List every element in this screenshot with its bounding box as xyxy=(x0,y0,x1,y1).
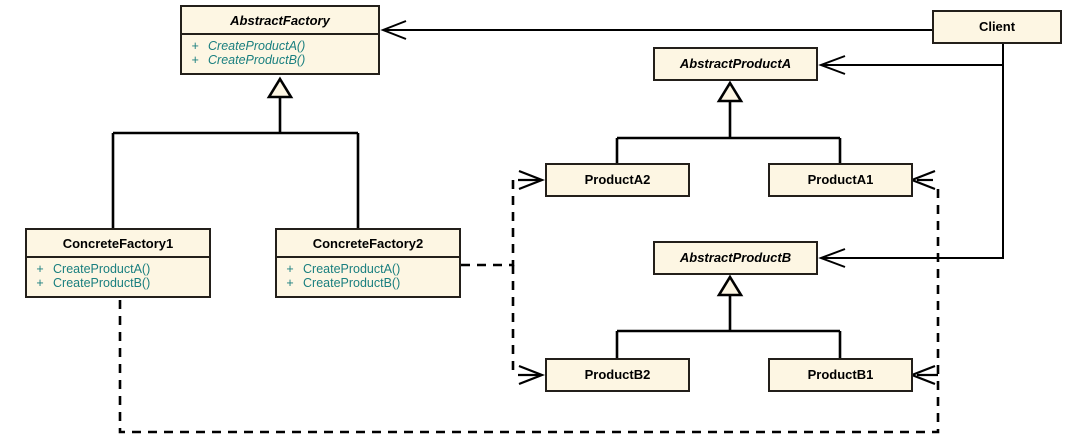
operations-compartment-abstract-factory: + CreateProductA() + CreateProductB() xyxy=(182,33,378,73)
association-client-abstract-product-b xyxy=(818,65,1004,268)
operation-row[interactable]: + CreateProductB() xyxy=(27,276,209,290)
class-title-abstract-product-a: AbstractProductA xyxy=(679,56,792,71)
dependency-concretefactory2-producta2 xyxy=(461,180,515,267)
operation-row[interactable]: + CreateProductB() xyxy=(277,276,459,290)
operation-name: CreateProductA() xyxy=(303,262,401,276)
generalization-products-a xyxy=(615,101,842,163)
visibility-marker: + xyxy=(286,276,294,291)
inheritance-triangle-abstract-product-a xyxy=(716,80,744,103)
operation-name: CreateProductB() xyxy=(208,53,306,68)
class-box-client[interactable]: Client xyxy=(932,10,1062,44)
class-box-product-b2[interactable]: ProductB2 xyxy=(545,358,690,392)
class-title-abstract-product-b: AbstractProductB xyxy=(679,250,792,265)
operation-name: CreateProductB() xyxy=(303,276,401,291)
dependency-concretefactory1-products xyxy=(118,185,940,434)
visibility-marker: + xyxy=(36,276,44,291)
class-box-concrete-factory-1[interactable]: ConcreteFactory1 + CreateProductA() + Cr… xyxy=(25,228,211,298)
class-box-abstract-product-b[interactable]: AbstractProductB xyxy=(653,241,818,275)
visibility-marker: + xyxy=(36,262,44,276)
class-title-product-a2: ProductA2 xyxy=(584,172,651,187)
class-box-abstract-product-a[interactable]: AbstractProductA xyxy=(653,47,818,81)
visibility-marker: + xyxy=(191,53,199,68)
inheritance-triangle-abstract-product-b xyxy=(716,274,744,297)
class-box-product-b1[interactable]: ProductB1 xyxy=(768,358,913,392)
class-title-concrete-factory-1: ConcreteFactory1 xyxy=(62,236,174,251)
class-box-product-a2[interactable]: ProductA2 xyxy=(545,163,690,197)
operation-row[interactable]: + CreateProductA() xyxy=(277,262,459,276)
class-title-product-b1: ProductB1 xyxy=(807,367,874,382)
operations-compartment-concrete-factory-1: + CreateProductA() + CreateProductB() xyxy=(27,256,209,296)
class-title-client: Client xyxy=(978,19,1016,34)
association-client-abstract-factory xyxy=(380,20,932,40)
class-box-abstract-factory[interactable]: AbstractFactory + CreateProductA() + Cre… xyxy=(180,5,380,75)
operation-row[interactable]: + CreateProductA() xyxy=(27,262,209,276)
visibility-marker: + xyxy=(286,262,294,276)
generalization-factories xyxy=(111,96,360,228)
dependency-arrow-producta2 xyxy=(518,169,546,191)
operation-name: CreateProductA() xyxy=(53,262,151,276)
class-title-product-b2: ProductB2 xyxy=(584,367,651,382)
class-title-product-a1: ProductA1 xyxy=(807,172,874,187)
operation-name: CreateProductB() xyxy=(53,276,151,291)
dependency-arrow-productb1 xyxy=(908,364,938,386)
generalization-products-b xyxy=(615,295,842,358)
operation-row[interactable]: + CreateProductA() xyxy=(182,39,378,53)
class-box-concrete-factory-2[interactable]: ConcreteFactory2 + CreateProductA() + Cr… xyxy=(275,228,461,298)
association-client-abstract-product-a xyxy=(818,44,1004,75)
operations-compartment-concrete-factory-2: + CreateProductA() + CreateProductB() xyxy=(277,256,459,296)
visibility-marker: + xyxy=(191,39,199,53)
operation-name: CreateProductA() xyxy=(208,39,306,53)
class-title-concrete-factory-2: ConcreteFactory2 xyxy=(312,236,424,251)
inheritance-triangle-abstract-factory xyxy=(266,76,294,99)
class-title-abstract-factory: AbstractFactory xyxy=(230,13,330,28)
dependency-arrow-productb2 xyxy=(518,364,546,386)
operation-row[interactable]: + CreateProductB() xyxy=(182,53,378,67)
dependency-arrow-producta1 xyxy=(908,169,936,191)
class-box-product-a1[interactable]: ProductA1 xyxy=(768,163,913,197)
